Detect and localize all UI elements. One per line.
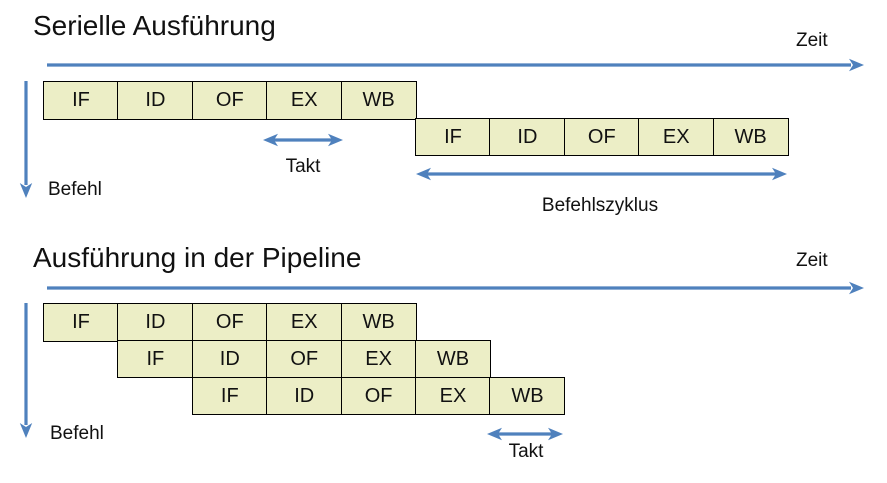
stage-cell-if: IF bbox=[43, 81, 119, 120]
pipeline-time-axis-arrow bbox=[47, 281, 864, 295]
stage-cell-ex: EX bbox=[266, 303, 343, 342]
stage-cell-of: OF bbox=[563, 117, 640, 157]
serial-section-title: Serielle Ausführung bbox=[33, 10, 276, 41]
serial-instruction-axis-arrow bbox=[19, 81, 33, 198]
stage-cell-if: IF bbox=[117, 339, 194, 379]
serial-clock-label: Takt bbox=[285, 156, 321, 177]
stage-cell-wb: WB bbox=[712, 117, 789, 157]
serial-cycle-label: Befehlszyklus bbox=[541, 195, 659, 216]
stage-cell-of: OF bbox=[266, 339, 343, 379]
stage-cell-wb: WB bbox=[489, 376, 566, 416]
serial-clock-span-arrow bbox=[263, 133, 343, 147]
pipeline-instruction-axis-label: Befehl bbox=[50, 423, 104, 444]
stage-cell-of: OF bbox=[340, 376, 417, 416]
pipeline-instruction-row-2: IF ID OF EX WB bbox=[117, 339, 492, 379]
stage-cell-id: ID bbox=[489, 117, 566, 157]
stage-cell-wb: WB bbox=[415, 339, 492, 379]
stage-cell-of: OF bbox=[191, 303, 268, 342]
serial-time-axis-label: Zeit bbox=[796, 30, 828, 51]
stage-cell-id: ID bbox=[191, 339, 268, 379]
stage-cell-wb: WB bbox=[340, 81, 417, 120]
stage-cell-of: OF bbox=[191, 81, 268, 120]
serial-cycle-span-arrow bbox=[416, 167, 787, 181]
serial-instruction-axis-label: Befehl bbox=[48, 179, 102, 200]
stage-cell-if: IF bbox=[43, 303, 119, 342]
pipeline-clock-span-arrow bbox=[487, 427, 563, 441]
stage-cell-ex: EX bbox=[340, 339, 417, 379]
pipeline-instruction-axis-arrow bbox=[19, 303, 33, 438]
stage-cell-id: ID bbox=[117, 81, 194, 120]
stage-cell-ex: EX bbox=[415, 376, 492, 416]
pipeline-instruction-row-1: IF ID OF EX WB bbox=[43, 303, 417, 342]
stage-cell-wb: WB bbox=[340, 303, 417, 342]
stage-cell-ex: EX bbox=[638, 117, 715, 157]
stage-cell-id: ID bbox=[117, 303, 194, 342]
serial-time-axis-arrow bbox=[47, 58, 864, 72]
pipeline-section-title: Ausführung in der Pipeline bbox=[33, 242, 362, 273]
stage-cell-id: ID bbox=[266, 376, 343, 416]
pipeline-instruction-row-3: IF ID OF EX WB bbox=[191, 376, 566, 416]
serial-instruction-row-2: IF ID OF EX WB bbox=[415, 117, 789, 157]
pipeline-time-axis-label: Zeit bbox=[796, 250, 828, 271]
stage-cell-if: IF bbox=[415, 117, 491, 157]
stage-cell-ex: EX bbox=[266, 81, 343, 120]
stage-cell-if: IF bbox=[191, 376, 268, 416]
serial-instruction-row-1: IF ID OF EX WB bbox=[43, 81, 417, 120]
pipeline-clock-label: Takt bbox=[508, 441, 544, 462]
